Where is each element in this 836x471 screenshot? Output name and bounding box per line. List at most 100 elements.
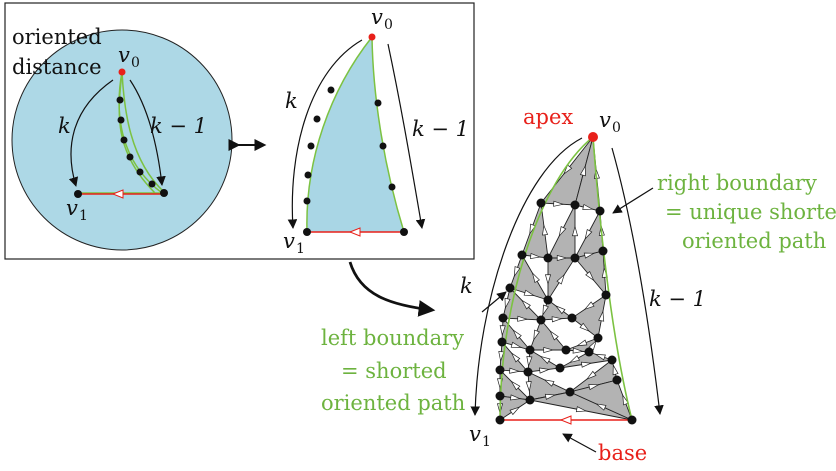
pointer-right-boundary [612, 187, 654, 214]
edge-arrowhead [529, 223, 536, 235]
tri-vertex [495, 365, 505, 375]
edge-arrowhead [544, 393, 557, 400]
middle-vertices [303, 86, 408, 236]
label-apex: apex [523, 105, 573, 129]
disk-base-arrowhead [111, 189, 124, 199]
label-left-boundary-1: left boundary [321, 326, 464, 350]
label-right-boundary-3: oriented path [682, 229, 826, 253]
pointer-left-boundary [481, 291, 507, 313]
disk-label-v0: v [118, 43, 130, 67]
edge-arrowhead [539, 355, 551, 364]
tri-vertex [570, 253, 580, 263]
disk-vertex [116, 96, 124, 104]
edge-arrowhead [594, 353, 606, 361]
tri-vertex [536, 198, 546, 208]
middle-base-arrowhead [348, 227, 361, 237]
edge-arrowhead [563, 164, 573, 175]
edge-arrowhead [521, 299, 531, 310]
middle-vertex [379, 142, 387, 150]
disk-region-right-boundary [121, 71, 165, 193]
tri-arrow-k-minus-1 [611, 147, 664, 415]
middle-label-v0: v [371, 5, 383, 29]
tri-vertex [570, 200, 580, 210]
middle-region [306, 37, 404, 232]
edge-arrowhead [583, 301, 595, 311]
middle-label-v0-sub: 0 [384, 17, 393, 33]
edge-arrowhead [553, 200, 565, 207]
edge-arrowhead [510, 341, 523, 348]
tri-vertex [497, 337, 507, 347]
edge-arrowhead [510, 352, 521, 363]
edge-arrowhead [509, 406, 521, 416]
label-left-boundary-3: oriented path [321, 391, 465, 415]
middle-vertex [313, 115, 321, 123]
middle-left-boundary [306, 36, 373, 233]
tri-label-v0-sub: 0 [612, 120, 621, 136]
tri-apex-v0 [588, 132, 598, 142]
middle-right-boundary [371, 36, 405, 233]
tri-vertex [561, 345, 571, 355]
edge-arrowhead [558, 225, 567, 238]
disk-label-k: k [58, 114, 71, 138]
middle-vertex-end [400, 228, 408, 236]
edge-arrowhead [551, 316, 563, 323]
disk-vertices [74, 96, 168, 198]
middle-apex-v0 [368, 33, 376, 41]
tri-vertex [612, 375, 622, 385]
tri-vertex [593, 333, 603, 343]
disk-arrow-k [68, 79, 114, 187]
disk-apex-v0 [118, 68, 126, 76]
disk-label-v1: v [66, 196, 78, 220]
tri-vertex [536, 315, 546, 325]
edge-arrowhead [585, 270, 595, 282]
tri-vertex [543, 253, 553, 263]
tri-vertex [584, 347, 594, 357]
tri-label-v0: v [599, 108, 611, 132]
disk-vertex-v1 [74, 190, 82, 198]
label-base: base [598, 441, 647, 465]
edge-arrowhead [584, 228, 593, 241]
edge-arrowhead [585, 370, 597, 380]
edge-arrowhead [580, 361, 593, 368]
edge-arrowhead [556, 254, 568, 262]
disk-vertex-end [160, 189, 168, 197]
tri-label-v1: v [469, 422, 481, 446]
edge-arrowhead [542, 304, 549, 316]
inset-frame [4, 2, 475, 260]
edge-arrowhead [556, 273, 565, 285]
edge-arrowhead [510, 380, 521, 391]
tri-arrow-k [470, 137, 583, 416]
edge-arrowhead [582, 203, 594, 210]
tri-vertex [523, 367, 533, 377]
disk-vertex [117, 116, 125, 124]
middle-vertex [307, 142, 315, 150]
edge-arrowhead [510, 394, 522, 401]
edge-arrowhead [571, 225, 579, 237]
edge-arrowhead [576, 339, 588, 347]
edge-arrowhead [509, 367, 521, 374]
edge-arrowhead [498, 351, 505, 363]
tri-vertex [601, 290, 611, 300]
tri-label-v1-sub: 1 [482, 434, 491, 450]
disk-label-v0-sub: 0 [131, 55, 140, 71]
edge-arrowhead [572, 347, 584, 354]
tri-vertex [517, 250, 527, 260]
label-left-boundary-2: = shorted [341, 359, 447, 383]
middle-label-v1: v [283, 229, 295, 253]
middle-vertex [388, 183, 396, 191]
label-distance: distance [12, 55, 102, 79]
pointer-base [562, 433, 597, 453]
tri-label-k-minus-1: k − 1 [649, 287, 706, 311]
edge-arrowhead [525, 381, 532, 393]
middle-label-v1-sub: 1 [296, 241, 305, 257]
edge-arrowhead [543, 379, 555, 387]
middle-arrow-k [287, 39, 363, 229]
edge-arrowhead [554, 305, 566, 315]
edge-arrowhead [539, 367, 551, 374]
edge-arrowhead [598, 310, 605, 322]
tri-vertex [495, 391, 505, 401]
tri-vertex [595, 206, 605, 216]
tri-vertex [607, 355, 617, 365]
